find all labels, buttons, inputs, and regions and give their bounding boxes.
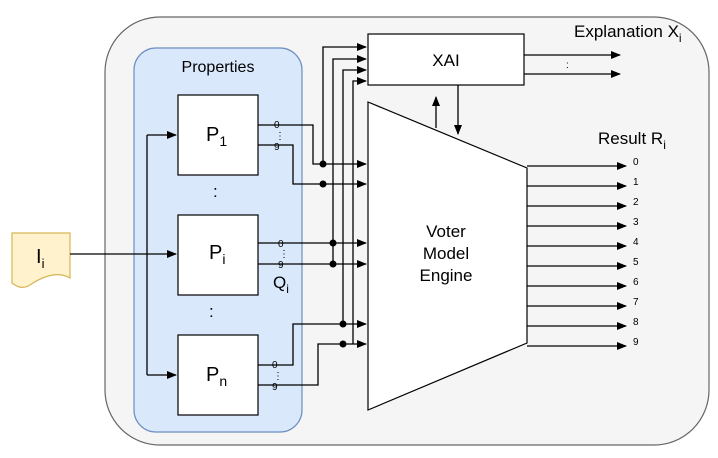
pn-label: Pn	[206, 364, 227, 389]
explanation-ellipsis: :	[566, 60, 569, 71]
engine-line-2: Model	[423, 244, 469, 263]
result-output-label: 0	[633, 157, 639, 168]
engine-line-3: Engine	[420, 266, 473, 285]
voter-model-engine	[367, 101, 528, 411]
bus-to-xai-1	[322, 43, 367, 164]
engine-line-1: Voter	[426, 222, 466, 241]
property-box-pi	[177, 214, 259, 296]
explanation-label: Explanation Xi	[574, 22, 682, 45]
properties-label: Properties	[182, 59, 255, 76]
result-outputs: 0 1 2 3 4 5 6 7 8 9	[527, 157, 639, 350]
p1-port-9: 9	[274, 142, 280, 153]
pi-port-dots: ⋮	[279, 249, 289, 260]
q-label: Qi	[273, 273, 289, 296]
pn-port-dots: ⋮	[273, 371, 283, 382]
result-output-label: 4	[633, 237, 639, 248]
junction-dots	[319, 160, 347, 348]
result-output-label: 5	[633, 257, 639, 268]
result-output-label: 3	[633, 217, 639, 228]
result-output-label: 6	[633, 277, 639, 288]
p1-label: P1	[206, 124, 227, 149]
ellipsis-upper: :	[213, 182, 218, 201]
pn-wire-0	[258, 320, 367, 366]
ellipsis-lower: :	[209, 302, 214, 321]
p1-wire-9	[258, 144, 367, 188]
result-output-label: 8	[633, 317, 639, 328]
p1-port-dots: ⋮	[275, 131, 285, 142]
property-box-p1	[177, 94, 259, 176]
input-label: Ii	[36, 246, 45, 271]
xai-box	[367, 33, 525, 86]
result-output-label: 2	[633, 197, 639, 208]
pi-port-9: 9	[278, 260, 284, 271]
input-document	[11, 232, 71, 288]
bus-to-xai-4	[352, 77, 367, 344]
xai-label: XAI	[432, 51, 459, 70]
bus-to-xai-2	[332, 55, 367, 264]
property-box-pn	[177, 334, 259, 416]
result-label: Result Ri	[598, 129, 666, 152]
bus-to-xai-3	[342, 66, 367, 324]
pi-port-0: 0	[278, 239, 284, 250]
result-output-label: 1	[633, 177, 639, 188]
p1-wire-0	[258, 124, 367, 168]
pi-label: Pi	[209, 242, 225, 267]
result-output-label: 7	[633, 297, 639, 308]
pn-port-9: 9	[272, 382, 278, 393]
result-output-label: 9	[633, 337, 639, 348]
